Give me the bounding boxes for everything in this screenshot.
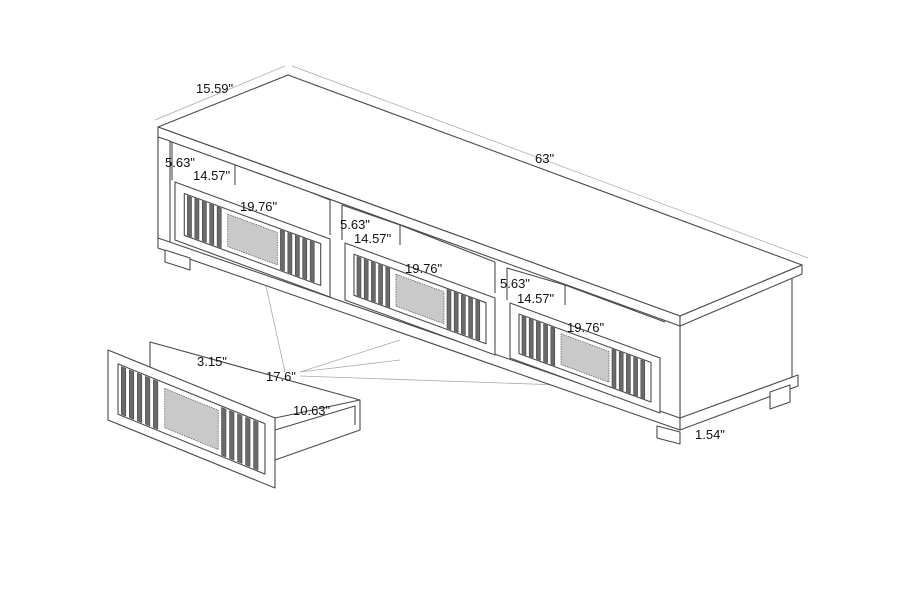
drawer-slat-left bbox=[543, 323, 548, 364]
drawer-slat-right bbox=[302, 237, 308, 280]
drawer-slat-right bbox=[618, 351, 624, 391]
drawer-slat-left bbox=[356, 256, 362, 298]
label-drawer3-width: 19.76" bbox=[567, 320, 605, 335]
label-width: 63" bbox=[535, 151, 555, 166]
drawer-slat-left bbox=[536, 321, 541, 361]
drawer-slat-left bbox=[216, 206, 222, 249]
label-shelf1-height: 5.63" bbox=[165, 155, 195, 170]
top-board-side-edge bbox=[679, 264, 803, 327]
drawer-slat-right bbox=[287, 232, 293, 275]
drawer-slat-left bbox=[137, 372, 143, 423]
drawer-textured-panel bbox=[395, 273, 445, 325]
label-shelf1-depth: 14.57" bbox=[193, 168, 231, 183]
drawer-slat-left bbox=[201, 201, 207, 243]
drawer-2 bbox=[344, 242, 496, 356]
drawer-slat-right bbox=[294, 235, 300, 277]
drawer-slat-left bbox=[194, 198, 200, 240]
drawer-slat-left bbox=[378, 264, 383, 305]
drawer-slat-right bbox=[280, 229, 285, 272]
label-shelf2-depth: 14.57" bbox=[354, 231, 392, 246]
drawer-slat-right bbox=[309, 240, 315, 283]
drawer-slat-right bbox=[475, 299, 481, 341]
drawer-slat-right bbox=[253, 420, 259, 471]
drawer-slat-left bbox=[385, 266, 391, 308]
label-shelf3-height: 5.63" bbox=[500, 276, 530, 291]
drawer-slat-left bbox=[187, 195, 192, 238]
label-leg-height: 1.54" bbox=[695, 427, 725, 442]
drawer-slat-left bbox=[528, 318, 534, 358]
drawer-slat-right bbox=[237, 413, 243, 464]
drawer-slat-right bbox=[221, 407, 227, 458]
drawer-slat-left bbox=[145, 376, 151, 427]
drawer-slat-left bbox=[121, 366, 127, 417]
drawer-3 bbox=[509, 302, 661, 414]
foot-front-left bbox=[164, 249, 191, 271]
left-post bbox=[157, 136, 171, 245]
drawer-slat-left bbox=[153, 379, 159, 430]
label-depth: 15.59" bbox=[196, 81, 234, 96]
drawer-textured-panel bbox=[560, 333, 610, 383]
drawer-slat-right bbox=[446, 289, 452, 331]
label-shelf2-height: 5.63" bbox=[340, 217, 370, 232]
drawer-slat-left bbox=[550, 326, 556, 366]
drawer-textured-panel bbox=[164, 388, 219, 450]
drawer-slat-right bbox=[245, 416, 251, 467]
foot-back-right bbox=[769, 384, 791, 410]
drawer-slat-right bbox=[229, 410, 235, 461]
drawer-textured-panel bbox=[227, 213, 278, 266]
drawer-slat-right bbox=[453, 291, 459, 333]
separate-drawer-front bbox=[107, 349, 276, 489]
drawer-slat-left bbox=[129, 369, 135, 420]
label-drawer-width: 17.6" bbox=[266, 369, 296, 384]
foot-front-right bbox=[656, 425, 681, 445]
label-shelf3-depth: 14.57" bbox=[517, 291, 555, 306]
drawer-slat-right bbox=[633, 356, 638, 397]
label-drawer2-width: 19.76" bbox=[405, 261, 443, 276]
label-drawer1-width: 19.76" bbox=[240, 199, 278, 214]
drawer-1 bbox=[174, 181, 331, 298]
drawer-slat-right bbox=[468, 297, 473, 338]
label-drawer-height: 3.15" bbox=[197, 354, 227, 369]
drawer-slat-left bbox=[209, 203, 215, 246]
drawer-slat-right bbox=[640, 359, 646, 399]
drawer-slat-right bbox=[626, 354, 631, 394]
label-drawer-depth: 10.63" bbox=[293, 403, 331, 418]
drawer-slat-left bbox=[371, 261, 376, 303]
drawer-slat-left bbox=[363, 258, 369, 300]
plinth-side bbox=[679, 374, 799, 431]
drawer-slat-right bbox=[611, 348, 617, 389]
drawer-slat-left bbox=[521, 315, 527, 356]
drawer-slat-right bbox=[461, 294, 466, 336]
